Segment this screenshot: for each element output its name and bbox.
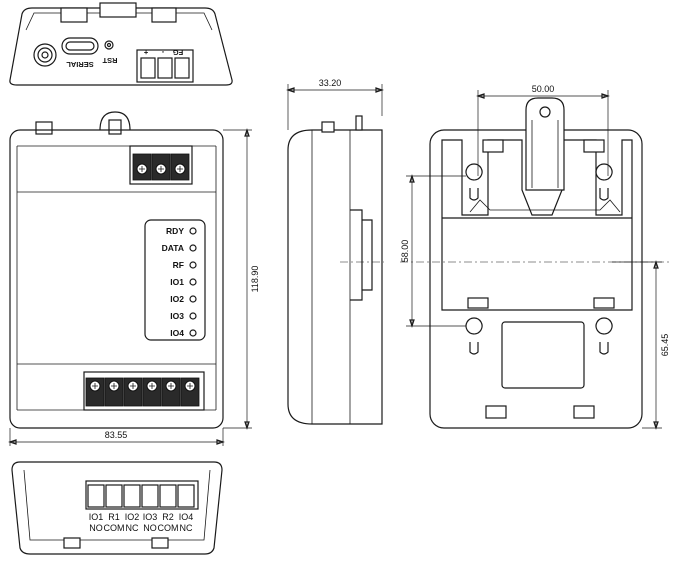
- height-dimension: 118.90: [250, 266, 260, 293]
- terminal-label-io4: IO4: [179, 512, 194, 522]
- antenna-stub: [35, 121, 53, 135]
- rst-label: RST: [102, 56, 117, 65]
- serial-port-icon: [61, 37, 99, 55]
- led-label-data: DATA: [162, 243, 184, 253]
- plus-label: +: [143, 48, 148, 57]
- antenna-connector-icon: [33, 43, 57, 67]
- terminal-type-nc-1: NC: [126, 523, 139, 533]
- led-label-io4: IO4: [170, 328, 184, 338]
- terminal-type-no-2: NO: [143, 523, 157, 533]
- terminal-label-io1: IO1: [89, 512, 104, 522]
- top-tab-center: [99, 2, 137, 18]
- terminal-type-com-1: COM: [104, 523, 125, 533]
- fg-label: FG: [173, 48, 184, 57]
- led-label-rdy: RDY: [166, 226, 184, 236]
- top-terminal-block: [129, 145, 193, 185]
- back-view: 50.00 58.00 65.45: [400, 84, 670, 430]
- terminal-type-no-1: NO: [89, 523, 103, 533]
- front-view: RDY DATA RF IO1 IO2 IO3 IO4: [8, 111, 260, 446]
- hole-offset-dimension: 65.45: [660, 334, 670, 357]
- terminal-label-io3: IO3: [143, 512, 158, 522]
- led-label-io3: IO3: [170, 311, 184, 321]
- terminal-label-r2: R2: [162, 512, 174, 522]
- depth-dimension: 33.20: [319, 78, 342, 88]
- top-tab-left: [60, 7, 88, 23]
- terminal-label-r1: R1: [108, 512, 120, 522]
- side-view: 33.20: [286, 78, 384, 425]
- hole-spacing-vertical: 58.00: [400, 240, 410, 263]
- serial-label: SERIAL: [66, 60, 94, 69]
- top-view: SERIAL RST FG + -: [9, 2, 233, 86]
- top-tab-right: [151, 7, 177, 23]
- led-label-rf: RF: [173, 260, 184, 270]
- led-label-io2: IO2: [170, 294, 184, 304]
- terminal-type-com-2: COM: [158, 523, 179, 533]
- led-indicator-icon: [189, 227, 197, 235]
- width-dimension: 83.55: [105, 430, 128, 440]
- minus-label: -: [161, 48, 164, 57]
- device-body: [9, 129, 224, 429]
- reset-button-icon: [104, 40, 114, 50]
- label-area: [501, 321, 585, 389]
- din-clip: [525, 97, 565, 191]
- led-panel: [144, 219, 206, 341]
- mount-hole-icon: [465, 163, 483, 201]
- hole-spacing-horizontal: 50.00: [532, 84, 555, 94]
- led-label-io1: IO1: [170, 277, 184, 287]
- bottom-view: IO1 R1 IO2 IO3 R2 IO4 NO COM NC NO COM N…: [11, 461, 223, 555]
- terminal-type-nc-2: NC: [180, 523, 193, 533]
- terminal-label-io2: IO2: [125, 512, 140, 522]
- bottom-terminal-block: [83, 371, 205, 411]
- power-terminal-block: [136, 49, 194, 83]
- side-body: [287, 129, 383, 425]
